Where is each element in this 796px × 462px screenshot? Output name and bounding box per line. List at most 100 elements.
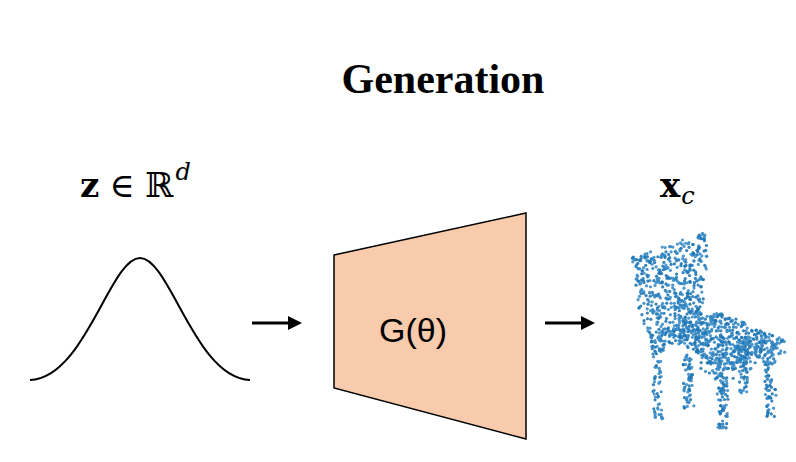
point bbox=[763, 354, 766, 357]
point bbox=[676, 266, 679, 269]
point bbox=[704, 356, 707, 359]
point bbox=[649, 309, 652, 312]
point bbox=[646, 307, 649, 310]
arrow-line bbox=[545, 322, 583, 325]
point bbox=[704, 338, 707, 341]
point bbox=[655, 265, 658, 268]
point bbox=[688, 363, 691, 366]
point bbox=[652, 383, 655, 386]
point bbox=[665, 317, 668, 320]
point bbox=[658, 369, 661, 372]
point bbox=[695, 320, 698, 323]
point bbox=[689, 264, 692, 267]
point bbox=[770, 399, 773, 402]
point bbox=[729, 320, 732, 323]
point bbox=[717, 426, 720, 429]
point bbox=[769, 351, 772, 354]
point bbox=[760, 331, 763, 334]
point bbox=[720, 404, 723, 407]
point bbox=[683, 396, 686, 399]
point bbox=[771, 334, 774, 337]
point bbox=[664, 297, 667, 300]
point bbox=[692, 252, 695, 255]
point bbox=[664, 320, 667, 323]
block-label: G(θ) bbox=[379, 313, 447, 347]
point bbox=[702, 297, 705, 300]
point bbox=[667, 326, 670, 329]
point bbox=[726, 412, 729, 415]
point bbox=[635, 277, 638, 280]
point bbox=[671, 321, 674, 324]
point bbox=[688, 384, 691, 387]
point bbox=[649, 260, 652, 263]
point bbox=[652, 389, 655, 392]
point bbox=[669, 269, 672, 272]
point bbox=[697, 318, 700, 321]
point bbox=[728, 326, 731, 329]
point bbox=[701, 301, 704, 304]
point bbox=[744, 381, 747, 384]
point bbox=[719, 371, 722, 374]
point bbox=[683, 281, 686, 284]
point bbox=[687, 242, 690, 245]
point bbox=[737, 353, 740, 356]
point bbox=[683, 329, 686, 332]
point bbox=[720, 359, 723, 362]
point bbox=[721, 426, 724, 429]
point bbox=[654, 412, 657, 415]
point bbox=[725, 422, 728, 425]
point bbox=[683, 385, 686, 388]
point bbox=[693, 342, 696, 345]
point bbox=[656, 360, 659, 363]
point bbox=[721, 352, 724, 355]
point bbox=[745, 381, 748, 384]
point bbox=[667, 253, 670, 256]
point bbox=[692, 259, 695, 262]
point bbox=[683, 386, 686, 389]
point bbox=[746, 378, 749, 381]
point bbox=[644, 294, 647, 297]
point bbox=[657, 403, 660, 406]
point bbox=[664, 331, 667, 334]
point bbox=[711, 357, 714, 360]
point bbox=[650, 304, 653, 307]
point bbox=[692, 259, 695, 262]
point bbox=[726, 359, 729, 362]
point bbox=[686, 292, 689, 295]
point bbox=[740, 321, 743, 324]
point bbox=[684, 264, 687, 267]
point bbox=[708, 371, 711, 374]
point bbox=[675, 272, 678, 275]
point bbox=[772, 407, 775, 410]
point bbox=[651, 267, 654, 270]
point bbox=[687, 327, 690, 330]
point bbox=[672, 330, 675, 333]
point bbox=[692, 243, 695, 246]
point bbox=[720, 322, 723, 325]
point bbox=[698, 305, 701, 308]
point bbox=[766, 389, 769, 392]
point bbox=[734, 317, 737, 320]
point bbox=[700, 335, 703, 338]
point bbox=[655, 281, 658, 284]
point bbox=[721, 422, 724, 425]
point bbox=[716, 392, 719, 395]
point bbox=[710, 323, 713, 326]
point bbox=[712, 354, 715, 357]
point bbox=[764, 335, 767, 338]
point bbox=[692, 301, 695, 304]
point bbox=[744, 367, 747, 370]
point bbox=[684, 334, 687, 337]
point bbox=[740, 336, 743, 339]
point bbox=[680, 340, 683, 343]
point bbox=[718, 353, 721, 356]
point bbox=[637, 267, 640, 270]
point bbox=[754, 361, 757, 364]
point bbox=[706, 315, 709, 318]
point bbox=[719, 404, 722, 407]
point bbox=[723, 366, 726, 369]
point bbox=[676, 306, 679, 309]
point bbox=[750, 329, 753, 332]
point bbox=[729, 347, 732, 350]
point bbox=[768, 395, 771, 398]
